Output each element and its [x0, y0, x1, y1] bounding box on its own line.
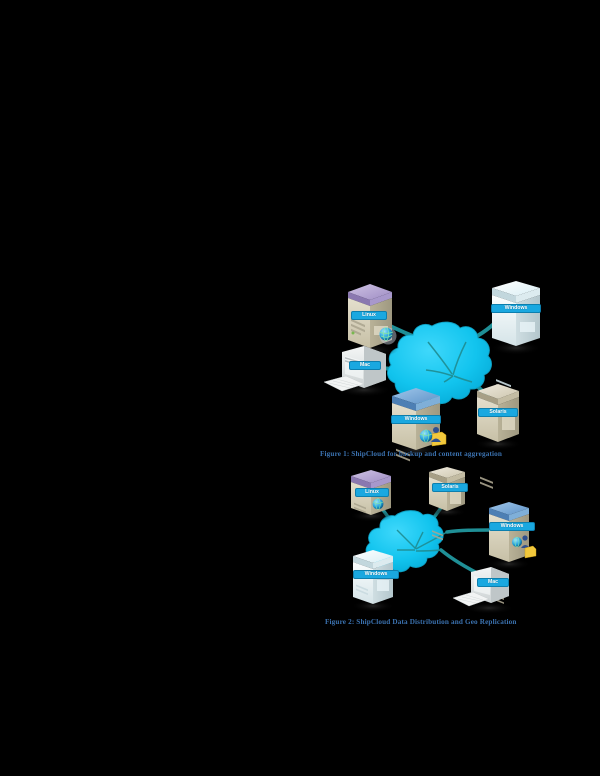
figure-1-caption: Figure 1: ShipCloud for backup and conte…	[320, 450, 503, 458]
globe-icon-2	[419, 427, 441, 443]
node-label-f1-windows1: Windows	[491, 304, 541, 313]
node-label-f2-windows2: Windows	[353, 570, 399, 579]
node-label-f1-solaris: Solaris	[478, 408, 518, 417]
node-label-f1-mac: Mac	[349, 361, 381, 370]
node-label-f1-linux: Linux	[351, 311, 387, 320]
figure-2-diagram: Linux Solaris Windows Windows Mac	[325, 467, 575, 616]
node-label-f1-windows2: Windows	[391, 415, 441, 424]
figure-2-graphics	[349, 467, 537, 614]
node-label-f2-solaris: Solaris	[432, 483, 468, 492]
figure-1: Linux Windows Mac Windows Solaris Figure…	[320, 278, 570, 489]
node-label-f2-linux: Linux	[355, 488, 389, 497]
node-f1-windows1	[490, 281, 542, 393]
figure-1-cloud	[387, 321, 492, 404]
node-label-f2-windows1: Windows	[489, 522, 535, 531]
node-label-f2-mac: Mac	[477, 578, 509, 587]
figure-2-caption: Figure 2: ShipCloud Data Distribution an…	[325, 618, 517, 626]
figure-2: Linux Solaris Windows Windows Mac Figure…	[325, 467, 575, 648]
globe-icon	[379, 327, 397, 345]
node-f2-mac	[452, 567, 515, 614]
figure-1-diagram: Linux Windows Mac Windows Solaris	[320, 278, 570, 489]
node-f1-mac	[323, 346, 392, 397]
node-f2-windows2	[351, 550, 395, 612]
node-f1-linux	[346, 284, 398, 357]
